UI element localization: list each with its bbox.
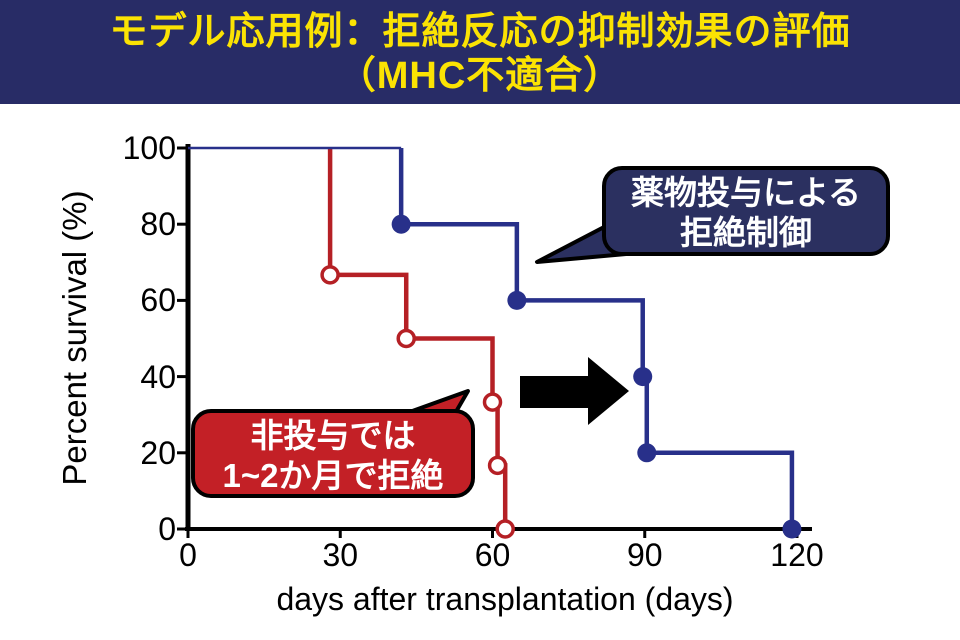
title-banner: モデル応用例：拒絶反応の抑制効果の評価 （MHC不適合） [0,0,960,104]
untreated-rejection-event-2 [482,392,503,412]
x-tick-label-90: 90 [626,537,663,573]
untreated-rejection-event-3 [487,455,508,476]
y-tick-label-100: 100 [122,130,176,166]
x-tick-label-60: 60 [474,537,511,573]
x-tick-label-0: 0 [179,537,197,573]
y-tick-label-0: 0 [158,511,176,547]
y-tick-label-60: 60 [140,282,176,319]
drug-treated-event-3 [637,443,657,463]
callout-drug-line2: 拒絶制御 [680,214,812,251]
y-tick-label-20: 20 [140,434,176,471]
slide-title-line2: （MHC不適合） [337,55,623,97]
slide-title-line1: モデル応用例：拒絶反応の抑制効果の評価 [109,11,851,53]
untreated-rejection-event-1 [396,328,416,349]
drug-treated-event-0 [391,214,411,234]
x-tick-label-30: 30 [322,537,359,573]
rightward-arrow [520,357,629,425]
drug-treated-curve [398,148,795,529]
y-tick-label-40: 40 [140,358,176,395]
y-axis-title: Percent survival (%) [56,190,93,486]
callout-rejection-line1: 非投与では [250,417,416,454]
y-tick-label-80: 80 [140,206,176,243]
untreated-rejection-event-0 [320,265,340,285]
x-axis-title: days after transplantation (days) [276,581,734,617]
callout-drug-line1: 薬物投与による [630,174,861,211]
callout-rejection: 非投与では 1~2か月で拒絶 [191,409,475,498]
callout-drug-control: 薬物投与による 拒絶制御 [602,166,890,256]
x-tick-label-120: 120 [770,537,824,573]
drug-treated-event-2 [633,367,653,387]
callout-rejection-line2: 1~2か月で拒絶 [222,457,444,494]
drug-treated-event-4 [782,519,802,539]
drug-treated-event-1 [507,290,527,310]
untreated-rejection-event-4 [495,519,515,539]
